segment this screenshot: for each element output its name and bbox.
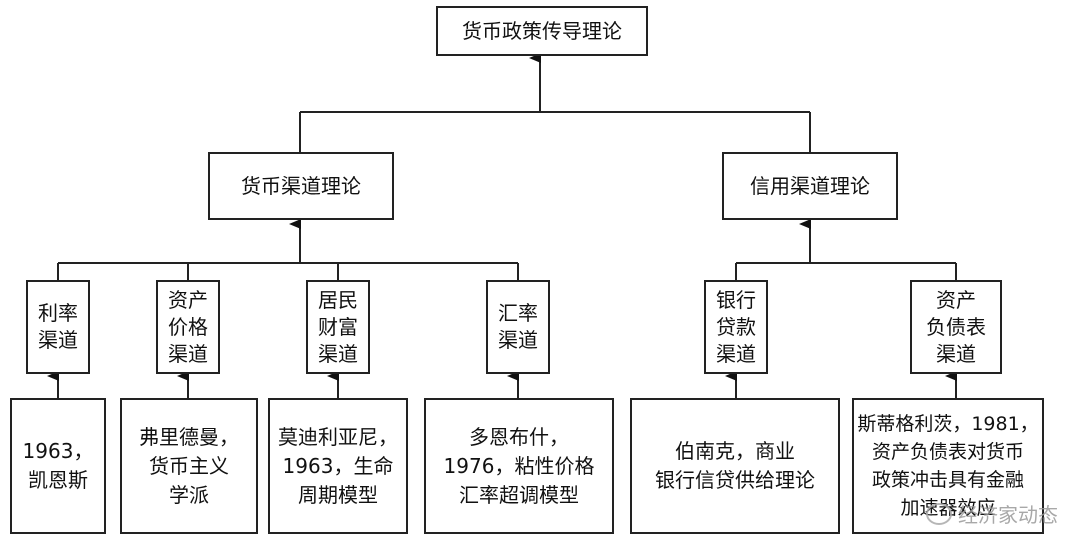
channel-label: 资产 价格 渠道 <box>168 287 208 366</box>
wechat-logo-icon <box>926 502 952 525</box>
branch-label: 信用渠道理论 <box>750 173 870 198</box>
balance-sheet-channel-node: 资产 负债表 渠道 <box>910 280 1002 374</box>
interest-rate-channel-node: 利率 渠道 <box>26 280 90 374</box>
theory-label: 伯南克，商业 银行信贷供给理论 <box>655 439 815 492</box>
channel-label: 银行 贷款 渠道 <box>716 287 756 366</box>
root-node: 货币政策传导理论 <box>436 6 648 56</box>
channel-label: 利率 渠道 <box>38 301 78 352</box>
household-wealth-channel-node: 居民 财富 渠道 <box>306 280 370 374</box>
watermark: 经济家动态 <box>926 499 1058 528</box>
theory-label: 弗里德曼， 货币主义 学派 <box>139 424 239 507</box>
channel-label: 资产 负债表 渠道 <box>926 287 986 366</box>
channel-label: 居民 财富 渠道 <box>318 287 358 366</box>
money-channel-theory-node: 货币渠道理论 <box>208 152 394 220</box>
branch-label: 货币渠道理论 <box>241 173 361 198</box>
root-label: 货币政策传导理论 <box>462 18 622 43</box>
bank-lending-channel-node: 银行 贷款 渠道 <box>704 280 768 374</box>
channel-label: 汇率 渠道 <box>498 301 538 352</box>
credit-channel-theory-node: 信用渠道理论 <box>722 152 898 220</box>
theory-label: 多恩布什， 1976，粘性价格 汇率超调模型 <box>443 424 595 507</box>
bernanke-theory-node: 伯南克，商业 银行信贷供给理论 <box>630 398 840 534</box>
exchange-rate-channel-node: 汇率 渠道 <box>486 280 550 374</box>
keynes-theory-node: 1963， 凯恩斯 <box>10 398 106 534</box>
modigliani-theory-node: 莫迪利亚尼， 1963，生命 周期模型 <box>268 398 408 534</box>
dornbusch-theory-node: 多恩布什， 1976，粘性价格 汇率超调模型 <box>424 398 614 534</box>
watermark-text: 经济家动态 <box>958 503 1058 527</box>
friedman-theory-node: 弗里德曼， 货币主义 学派 <box>120 398 258 534</box>
theory-label: 1963， 凯恩斯 <box>22 439 94 492</box>
theory-label: 莫迪利亚尼， 1963，生命 周期模型 <box>278 424 398 507</box>
asset-price-channel-node: 资产 价格 渠道 <box>156 280 220 374</box>
